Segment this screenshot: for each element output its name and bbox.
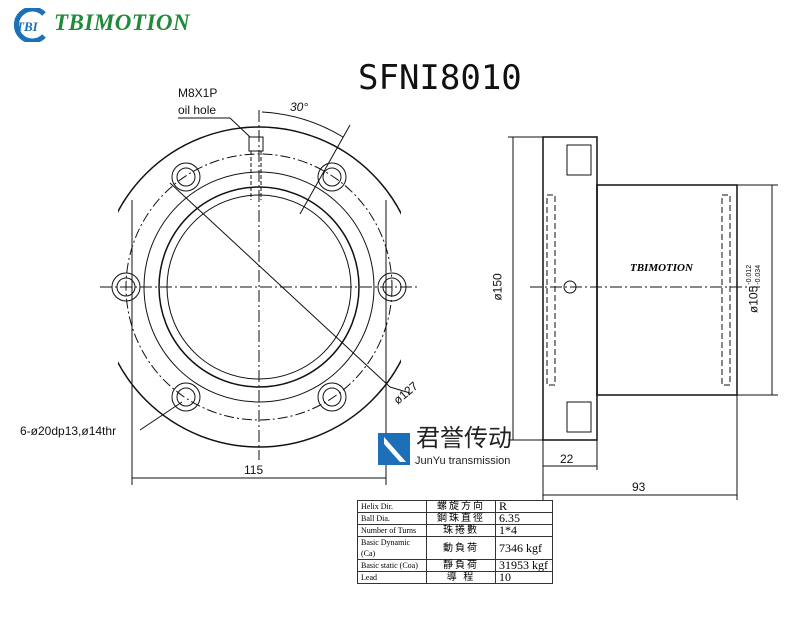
row-label-en: Lead: [357, 571, 427, 584]
row-label-zh: 鋼珠直徑: [426, 512, 496, 525]
row-value: 7346 kgf: [495, 536, 553, 560]
width-dimension: 115: [244, 463, 264, 477]
row-label-en: Basic static (Coa): [357, 559, 427, 572]
angle-label: 30°: [290, 100, 309, 114]
holes-label: 6-ø20dp13,ø14thr: [20, 424, 117, 438]
row-label-zh: 靜負荷: [426, 559, 496, 572]
row-label-en: Helix Dir.: [357, 500, 427, 513]
oil-hole-thread: M8X1P: [178, 86, 218, 100]
watermark-zh: 君誉传动: [416, 425, 512, 452]
front-view: [100, 110, 420, 485]
row-label-en: Ball Dia.: [357, 512, 427, 525]
oil-hole-label: oil hole: [178, 103, 217, 117]
row-label-zh: 螺旋方向: [426, 500, 496, 513]
row-label-en: Number of Turns: [357, 524, 427, 537]
row-label-zh: 導 程: [426, 571, 496, 584]
row-value: 6.35: [495, 512, 553, 525]
length-dimension: 93: [632, 480, 646, 494]
flange-diameter: ø150: [490, 273, 505, 301]
body-brand-mark: TBIMOTION: [630, 262, 693, 274]
flange-thickness: 22: [560, 452, 574, 466]
watermark-en: JunYu transmission: [415, 455, 511, 467]
row-value: 1*4: [495, 524, 553, 537]
row-value: 31953 kgf: [495, 559, 553, 572]
row-value: 10: [495, 571, 553, 584]
svg-text:TBI: TBI: [16, 19, 39, 34]
row-label-zh: 珠捲數: [426, 524, 496, 537]
row-label-en: Basic Dynamic (Ca): [357, 536, 427, 560]
page-title: SFNI8010: [358, 58, 522, 98]
body-diameter: ø105-0.012-0.034: [746, 264, 763, 314]
brand-name: TBIMOTION: [54, 10, 191, 35]
row-label-zh: 動負荷: [426, 536, 496, 560]
side-view: [508, 136, 778, 500]
junyu-logo-mark: [378, 433, 410, 465]
tbi-logo-icon: TBI: [13, 8, 46, 42]
